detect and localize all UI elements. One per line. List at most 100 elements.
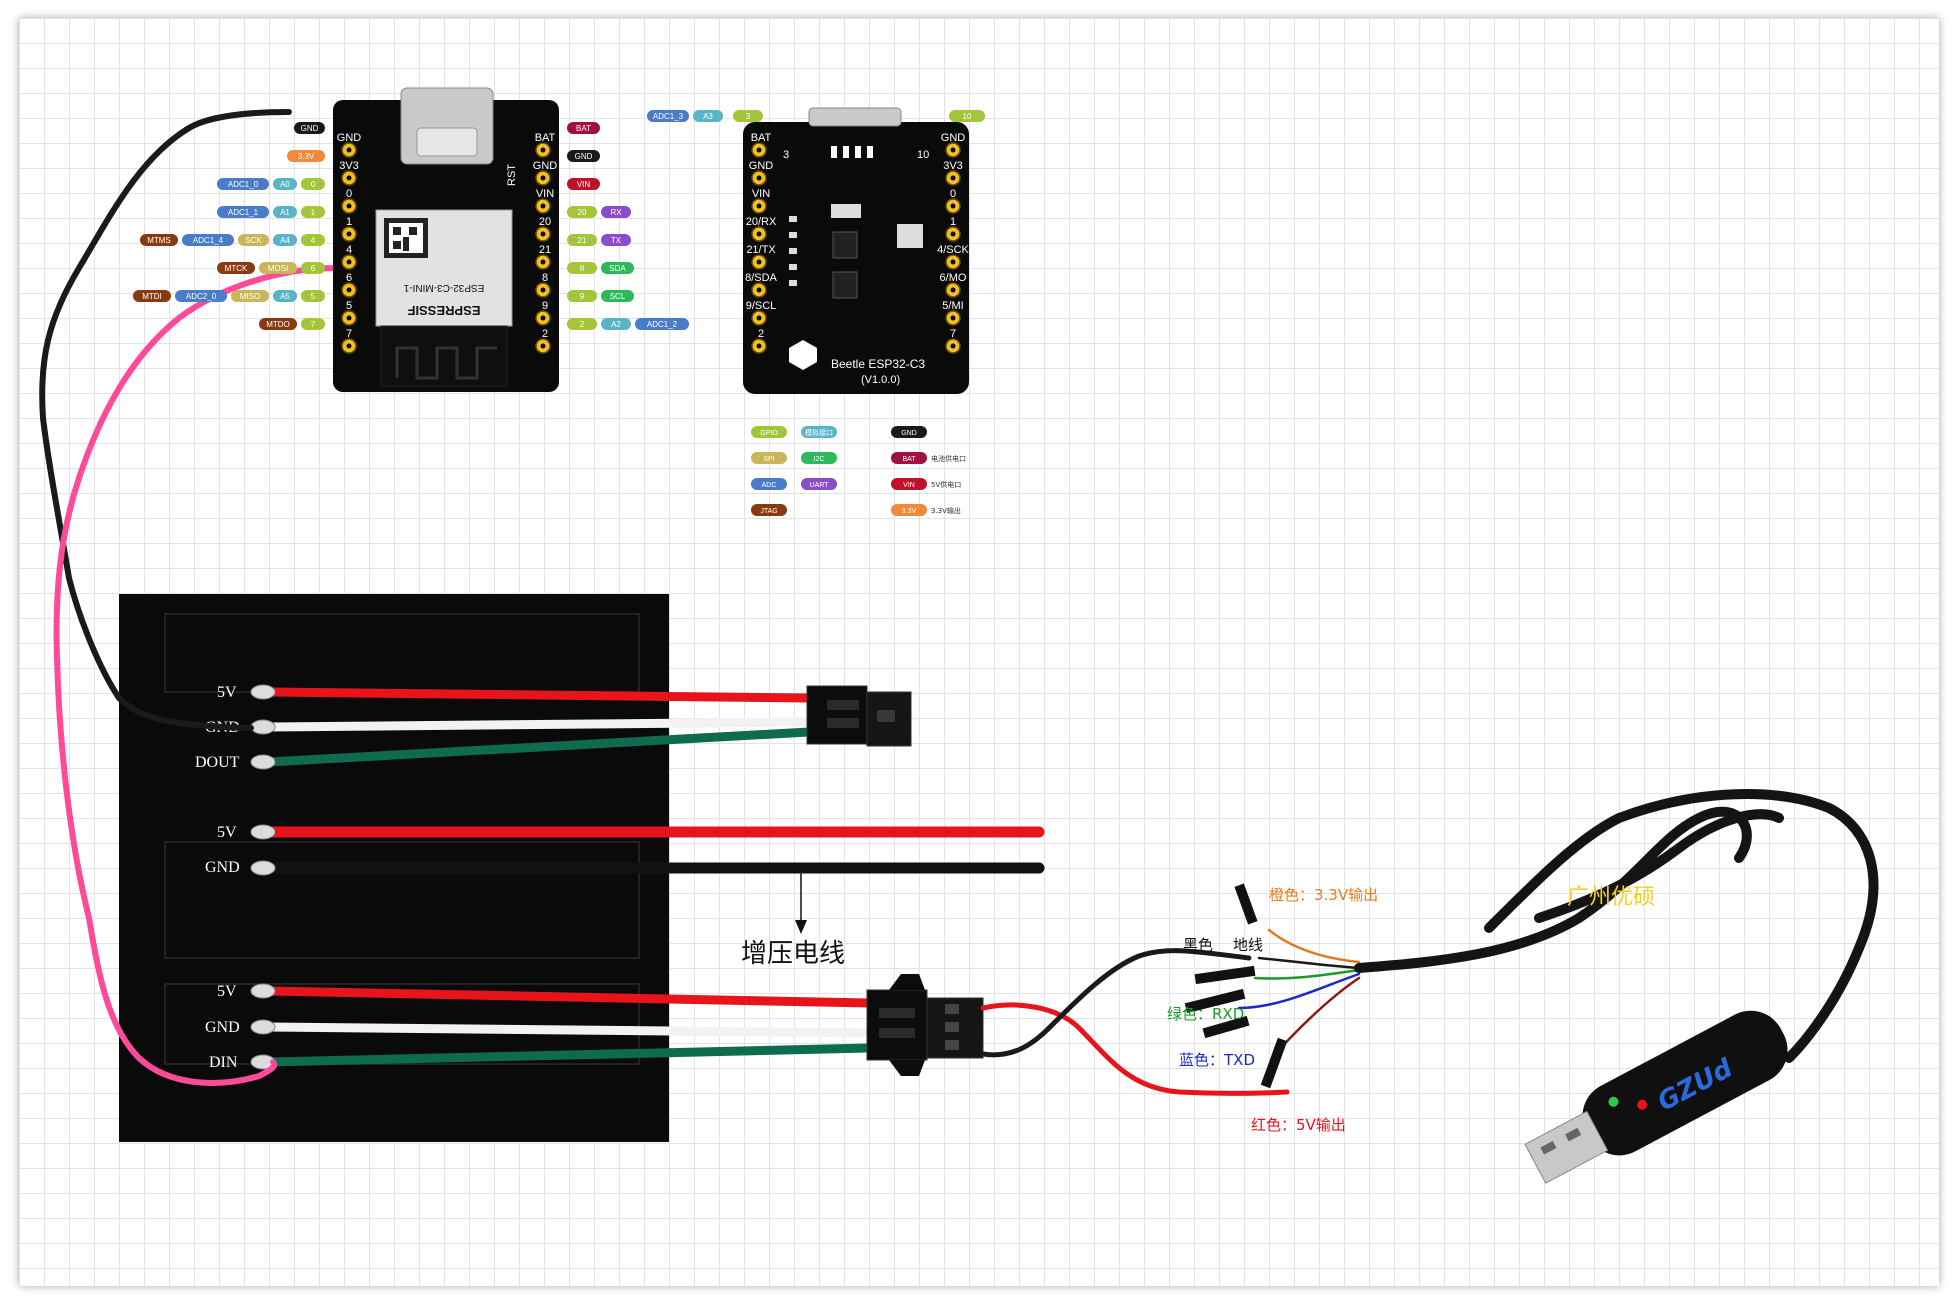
pin-tag [601, 290, 634, 302]
pin-tag [273, 206, 297, 218]
pin-tag-label: 3.3V [298, 152, 315, 161]
pin-label: GND [533, 160, 558, 172]
pin-tag-label: MTDI [142, 292, 162, 301]
pin-tag [259, 262, 297, 274]
pin-tag [647, 110, 689, 122]
pin-tag [238, 234, 269, 246]
pin-tag-label: ADC1_2 [647, 320, 678, 329]
board-left: ESP32-C3-MINI-1 ESPRESSIF RST [333, 87, 559, 392]
pin-tag [693, 110, 723, 122]
pin-tag [601, 318, 631, 330]
pin-label: 9 [542, 300, 548, 312]
pin-tag [217, 178, 269, 190]
pin-tag [140, 234, 178, 246]
boost-wire-label: 增压电线 [741, 939, 845, 969]
pin-label: 6/MO [940, 272, 967, 284]
pin-tag [217, 262, 255, 274]
legend-tag: 3.3V [902, 508, 917, 515]
pin-tag [273, 178, 297, 190]
beetle-name: Beetle ESP32-C3 [831, 357, 925, 371]
legend-swatch [751, 426, 787, 438]
pin-tag-label: 0 [311, 180, 316, 189]
pin-label: 1 [346, 216, 352, 228]
top-connector [806, 685, 912, 747]
pin-tag [133, 290, 171, 302]
pin-tag [567, 262, 597, 274]
pin-tag [217, 206, 269, 218]
pin-label: 5/MI [942, 300, 963, 312]
pin-tag-label: SCL [610, 292, 626, 301]
pin-tag-label: 6 [311, 264, 316, 273]
usb-labels: 广州优硕 橙色：3.3V输出 黑色 地线 绿色：RXD 蓝色：TXD 红色：5V… [1167, 885, 1655, 1134]
pin-tag-label: SDA [609, 264, 626, 273]
pin-tag [601, 234, 631, 246]
blue-wire-label: 蓝色：TXD [1179, 1051, 1255, 1069]
pin-tag-label: ADC1_1 [228, 208, 259, 217]
pin-tag-label: A2 [611, 320, 621, 329]
legend-tag: ADC [762, 482, 777, 489]
pin-tag [301, 262, 325, 274]
pin-tag-label: A3 [703, 112, 713, 121]
pin-tag [175, 290, 227, 302]
legend-swatch [751, 478, 787, 490]
pin-label: 9/SCL [746, 300, 777, 312]
usb-dongle: GZUd [1524, 1010, 1788, 1184]
pin-label: 6 [346, 272, 352, 284]
pin-label: 4/SCK [937, 244, 969, 256]
orange-wire-label: 橙色：3.3V输出 [1269, 886, 1378, 904]
pin-tag [301, 290, 325, 302]
legend-tag: VIN [903, 482, 915, 489]
legend-swatch [891, 426, 927, 438]
pin-tag-label: MTCK [225, 264, 248, 273]
pin-tag-label: A5 [280, 292, 290, 301]
pin-tag-label: 4 [311, 236, 316, 245]
pin-tag-label: TX [611, 236, 622, 245]
led-panel-labels: 5V GND DOUT 5V GND 5V GND DIN [195, 684, 240, 1071]
pin-tag [601, 262, 634, 274]
pin-tag-label: 7 [311, 320, 316, 329]
pin-label: 3V3 [339, 160, 359, 172]
legend-note: 5V供电口 [931, 480, 961, 489]
legend-swatch [801, 452, 837, 464]
pin-label: 5 [346, 300, 352, 312]
panel-top-5v-label: 5V [217, 684, 237, 701]
legend-tag: JTAG [760, 508, 777, 515]
pin-tag-label: 8 [580, 264, 585, 273]
pin-label: 7 [950, 328, 956, 340]
pin-tag-label: MTDO [266, 320, 290, 329]
pin-tag [733, 110, 763, 122]
pin-tag-label: 20 [578, 208, 587, 217]
pin-tag-label: VIN [577, 180, 591, 189]
pin-tag [567, 290, 597, 302]
pin-tag [567, 234, 597, 246]
pin-label: 2 [542, 328, 548, 340]
pin-tag-label: ADC2_0 [186, 292, 217, 301]
usb-wires [980, 789, 1879, 1096]
legend-swatch [801, 478, 837, 490]
legend-swatch [751, 452, 787, 464]
black-wire-label: 黑色 [1183, 936, 1213, 954]
red-wire-label: 红色：5V输出 [1251, 1116, 1346, 1134]
pin-label: 7 [346, 328, 352, 340]
legend-tag: GND [901, 430, 917, 437]
board-right: Beetle ESP32-C3 (V1.0.0) 3 10 [743, 107, 969, 394]
pin-tag-label: ADC1_3 [653, 112, 684, 121]
rst-label: RST [506, 164, 518, 186]
legend-tag: UART [810, 482, 830, 489]
pin-tag-label: MTMS [147, 236, 171, 245]
wiring-diagram: 5V GND DOUT 5V GND 5V GND DIN [39, 87, 1879, 1184]
pin-tag-label: 10 [963, 112, 972, 121]
pin-tag [301, 318, 325, 330]
pin-tag-label: 2 [580, 320, 585, 329]
pin-tag-label: GND [575, 152, 593, 161]
panel-bot-gnd-label: GND [205, 1019, 240, 1036]
pin-tag [301, 234, 325, 246]
panel-bot-5v-label: 5V [217, 983, 237, 1000]
esp-wires [39, 109, 340, 1086]
legend-swatch [891, 478, 927, 490]
beetle-version: (V1.0.0) [861, 374, 900, 386]
